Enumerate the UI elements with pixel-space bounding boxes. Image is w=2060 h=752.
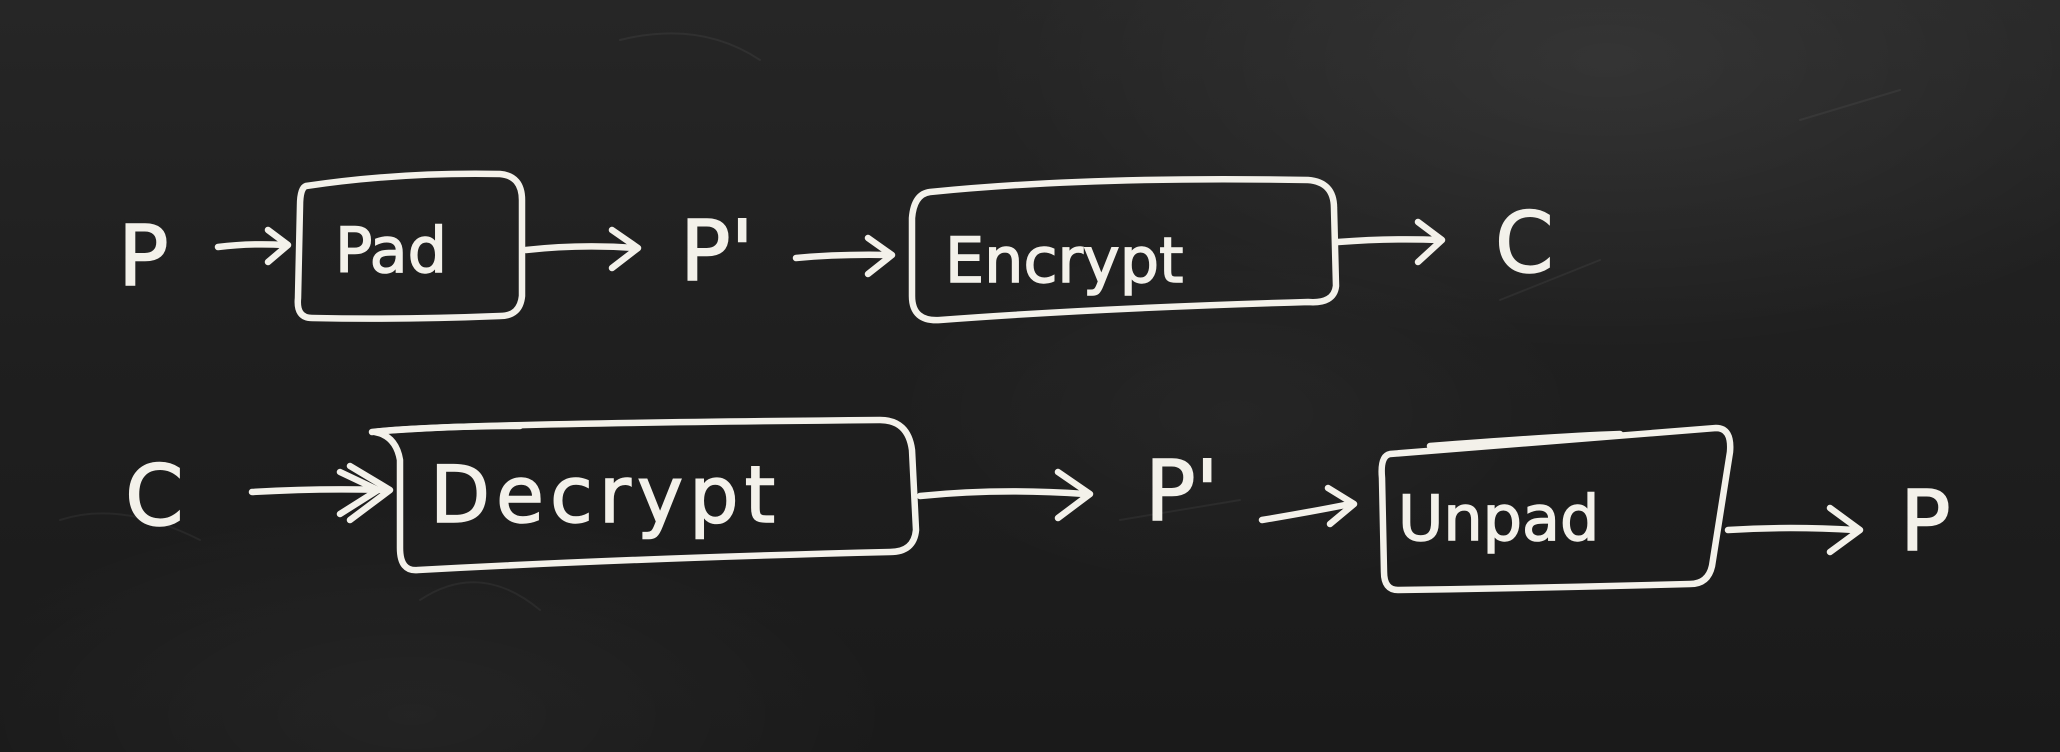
decrypt-label: Decrypt <box>430 451 781 541</box>
unpad-box: Unpad <box>1378 424 1734 594</box>
unpad-label: Unpad <box>1398 482 1599 555</box>
arrow-icon <box>248 462 394 524</box>
board-smudges <box>59 32 1901 611</box>
decrypt-box: Decrypt <box>368 416 920 574</box>
arrow-icon <box>522 226 642 272</box>
pad-box: Pad <box>294 170 526 322</box>
encrypt-flow: P Pad P' Encrypt C <box>117 170 1554 324</box>
decrypt-flow: C Decrypt P' Unpad P <box>124 416 1951 594</box>
ciphertext-label: C <box>1495 194 1554 292</box>
padded-plaintext-label: P' <box>680 202 754 300</box>
plaintext-label: P <box>118 207 169 305</box>
encrypt-box: Encrypt <box>908 175 1340 324</box>
ciphertext-label: C <box>125 447 184 545</box>
padded-plaintext-label: P' <box>1145 442 1219 540</box>
arrow-icon <box>1258 484 1358 528</box>
arrow-icon <box>1334 218 1446 266</box>
arrow-icon <box>1724 504 1864 556</box>
encrypt-label: Encrypt <box>945 224 1183 297</box>
pad-label: Pad <box>335 214 447 287</box>
arrow-icon <box>792 234 896 278</box>
arrow-icon <box>916 468 1094 522</box>
plaintext-label: P <box>1900 472 1951 570</box>
arrow-icon <box>214 226 292 266</box>
